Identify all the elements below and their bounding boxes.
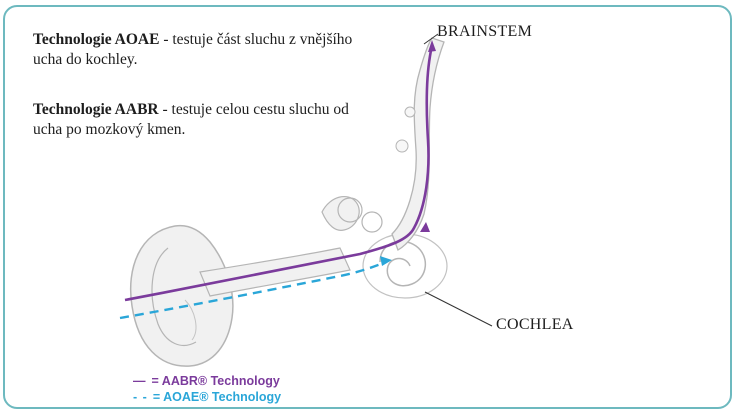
brainstem-label: BRAINSTEM (437, 23, 532, 41)
nerve-nucleus-2 (405, 107, 415, 117)
aoae-arrowhead (380, 256, 392, 266)
aabr-arrowhead-2 (420, 222, 430, 232)
legend-aabr: — = AABR® Technology (133, 374, 280, 388)
legend-aoae: - - = AOAE® Technology (133, 390, 281, 404)
cochlea-label: COCHLEA (496, 316, 574, 334)
cochlea-shell (380, 241, 425, 286)
aabr-legend-label: = AABR® Technology (152, 374, 280, 388)
aabr-legend-symbol: — (133, 374, 147, 388)
cochlea-pointer (425, 292, 492, 326)
aoae-legend-symbol: - - (133, 390, 148, 404)
semicircular-canal-2 (362, 212, 382, 232)
nerve-nucleus-1 (396, 140, 408, 152)
aoae-legend-label: = AOAE® Technology (153, 390, 281, 404)
